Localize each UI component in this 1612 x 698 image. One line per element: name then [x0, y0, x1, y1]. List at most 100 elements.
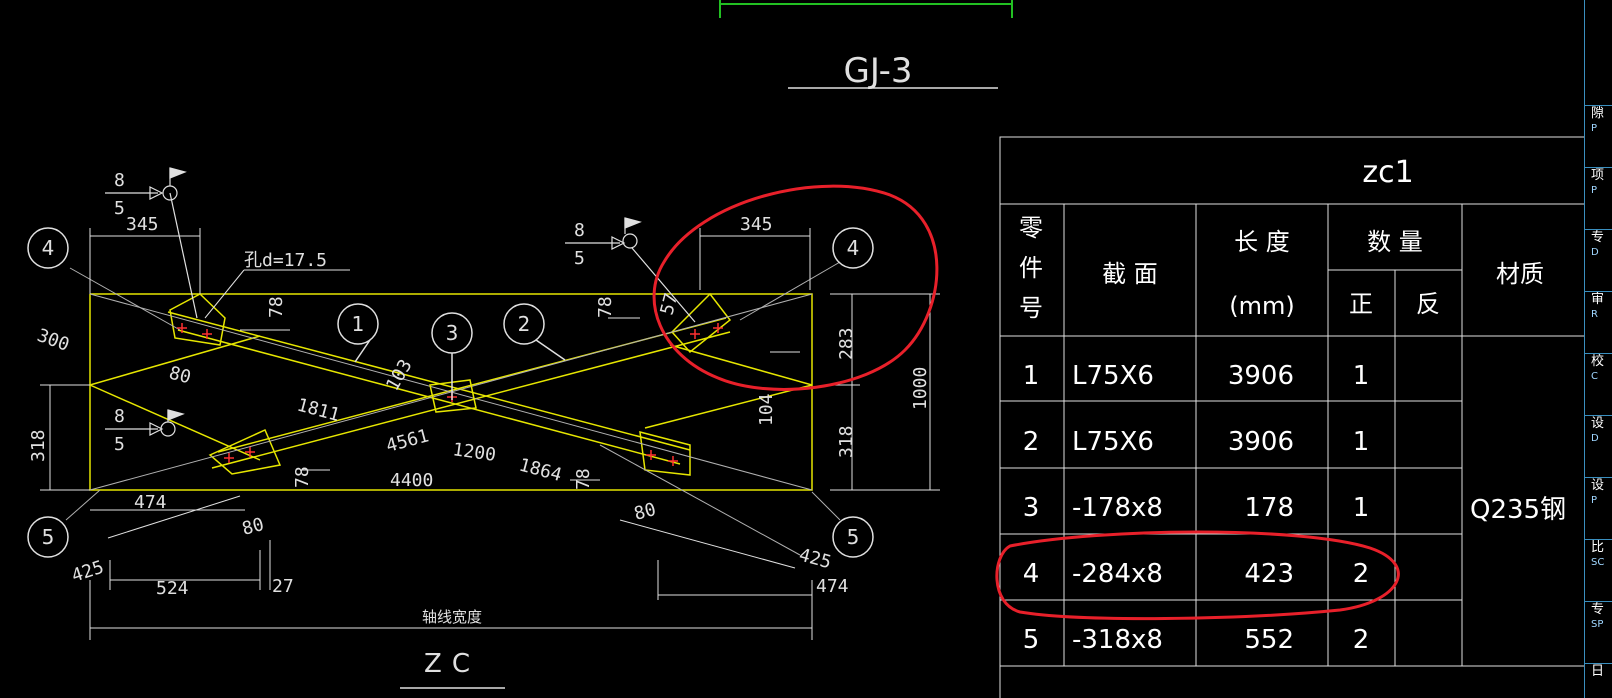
bolt-icon	[177, 323, 187, 333]
dim-78-d: 78	[573, 468, 594, 490]
weld-size-bot-3: 5	[114, 434, 125, 455]
hole-note-leader-2	[204, 269, 245, 319]
balloons	[27, 227, 874, 558]
row-section: L75X6	[1072, 361, 1154, 391]
balloon-5-left-label: 5	[42, 525, 55, 549]
side-cell-label: 日	[1591, 664, 1605, 679]
gusset-top-right	[670, 292, 732, 354]
side-cell-label: 专	[1591, 230, 1605, 245]
dim-4561: 4561	[384, 425, 431, 457]
weld-size-top-1: 8	[114, 170, 125, 191]
center-plate	[429, 379, 477, 413]
dim-283: 283	[836, 327, 857, 360]
dim-345-right: 345	[740, 214, 773, 235]
row-no: 5	[1023, 625, 1040, 655]
table-row: 2 L75X6 3906 1	[1023, 427, 1370, 457]
table-row: 4 -284x8 423 2	[1023, 559, 1370, 589]
row-length: 552	[1244, 625, 1294, 655]
dim-4400: 4400	[390, 470, 433, 491]
row-no: 1	[1023, 361, 1040, 391]
view-label: ZC	[424, 649, 480, 679]
balloon-5-left	[27, 516, 69, 558]
table-row: 1 L75X6 3906 1	[1023, 361, 1370, 391]
table-title: zc1	[1362, 155, 1413, 190]
axis-width-label: 轴线宽度	[422, 608, 482, 626]
side-cell-label: 项	[1591, 168, 1605, 183]
table-row: 5 -318x8 552 2	[1023, 625, 1370, 655]
bolt-icon	[224, 453, 234, 463]
dimension-lines	[40, 228, 940, 640]
bolt-icon	[668, 456, 678, 466]
bolt-icon	[690, 329, 700, 339]
side-cell-label: 审	[1591, 292, 1605, 307]
dim-80-a: 80	[167, 363, 193, 389]
member-1-edge-a	[167, 311, 691, 451]
header-section: 截 面	[1102, 260, 1158, 288]
row-length: 423	[1244, 559, 1294, 589]
side-cell-label: 校	[1591, 354, 1605, 369]
row-section: -178x8	[1072, 493, 1163, 523]
row-length: 178	[1244, 493, 1294, 523]
header-length-2: (mm)	[1229, 292, 1294, 320]
parts-table	[999, 136, 1584, 698]
balloon-2-label: 2	[518, 312, 531, 336]
hole-note: 孔d=17.5	[244, 250, 327, 271]
header-length-1: 长 度	[1234, 228, 1290, 256]
gusset-bottom-left	[208, 429, 282, 475]
side-cell-blank	[1585, 0, 1612, 106]
weld-symbols	[105, 167, 696, 437]
dim-27: 27	[272, 576, 294, 597]
dim-1811: 1811	[295, 395, 342, 427]
row-qty: 1	[1353, 427, 1370, 457]
dim-103: 103	[382, 356, 416, 395]
dim-80-b: 80	[632, 499, 658, 525]
dim-78-b: 78	[595, 296, 616, 318]
drawing-title: GJ-3	[843, 51, 912, 91]
side-cell-label: 隙	[1591, 106, 1605, 121]
dim-1000: 1000	[910, 367, 931, 410]
header-material: 材质	[1496, 260, 1544, 288]
dim-80-c: 80	[240, 514, 266, 540]
side-cell-sub: D	[1591, 433, 1599, 444]
row-qty: 2	[1353, 625, 1370, 655]
balloon-4-right-label: 4	[847, 236, 860, 260]
side-cell-sub: SC	[1591, 557, 1605, 568]
bolt-icon	[713, 323, 723, 333]
row-no: 3	[1023, 493, 1040, 523]
balloon-2	[503, 303, 545, 345]
bolt-icon	[202, 329, 212, 339]
side-cell-sub: R	[1591, 309, 1598, 320]
table-rows: 1 L75X6 3906 1 2 L75X6 3906 1 3 -178x8 1…	[1023, 361, 1370, 655]
dim-474-left: 474	[134, 492, 167, 513]
weld-size-top-3: 8	[114, 406, 125, 427]
markup-oval-row-4	[995, 530, 1400, 621]
balloon-4-right	[832, 227, 874, 269]
balloon-4-left-label: 4	[42, 236, 55, 260]
header-qty: 数 量	[1367, 228, 1423, 256]
gusset-top-left	[169, 293, 226, 346]
balloon-4-left	[27, 227, 69, 269]
material-value: Q235钢	[1470, 495, 1566, 525]
weld-size-bot-1: 5	[114, 198, 125, 219]
side-cell-sub: C	[1591, 371, 1598, 382]
dim-104: 104	[756, 393, 777, 426]
balloon-5-right	[832, 516, 874, 558]
markup-circle-gusset	[652, 184, 939, 391]
row-qty: 1	[1353, 361, 1370, 391]
bolt-group	[177, 323, 723, 466]
bolt-icon	[245, 447, 255, 457]
gusset-plates	[169, 292, 732, 476]
header-part-no-1: 零	[1019, 214, 1043, 242]
dim-300: 300	[34, 325, 72, 356]
